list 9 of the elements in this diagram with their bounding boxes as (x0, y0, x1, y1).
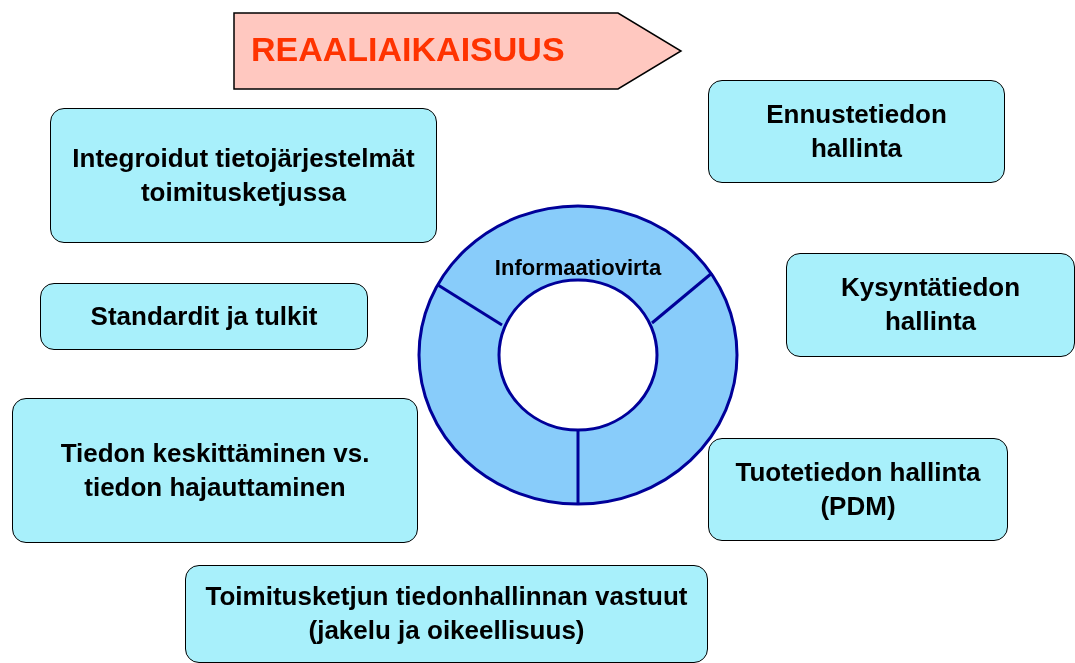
banner-title: REAALIAIKAISUUS (251, 30, 565, 69)
topic-box: Tiedon keskittäminen vs. tiedon hajauttaminen (12, 398, 418, 543)
topic-box: Tuotetiedon hallinta (PDM) (708, 438, 1008, 541)
topic-box: Standardit ja tulkit (40, 283, 368, 350)
topic-box: Ennustetiedon hallinta (708, 80, 1005, 183)
topic-box: Kysyntätiedon hallinta (786, 253, 1075, 357)
topic-box: Integroidut tietojärjestelmät toimitusketjussa (50, 108, 437, 243)
ring-label: Informaatiovirta (493, 255, 663, 281)
topic-box: Toimitusketjun tiedonhallinnan vastuut (jakelu ja oikeellisuus) (185, 565, 708, 663)
